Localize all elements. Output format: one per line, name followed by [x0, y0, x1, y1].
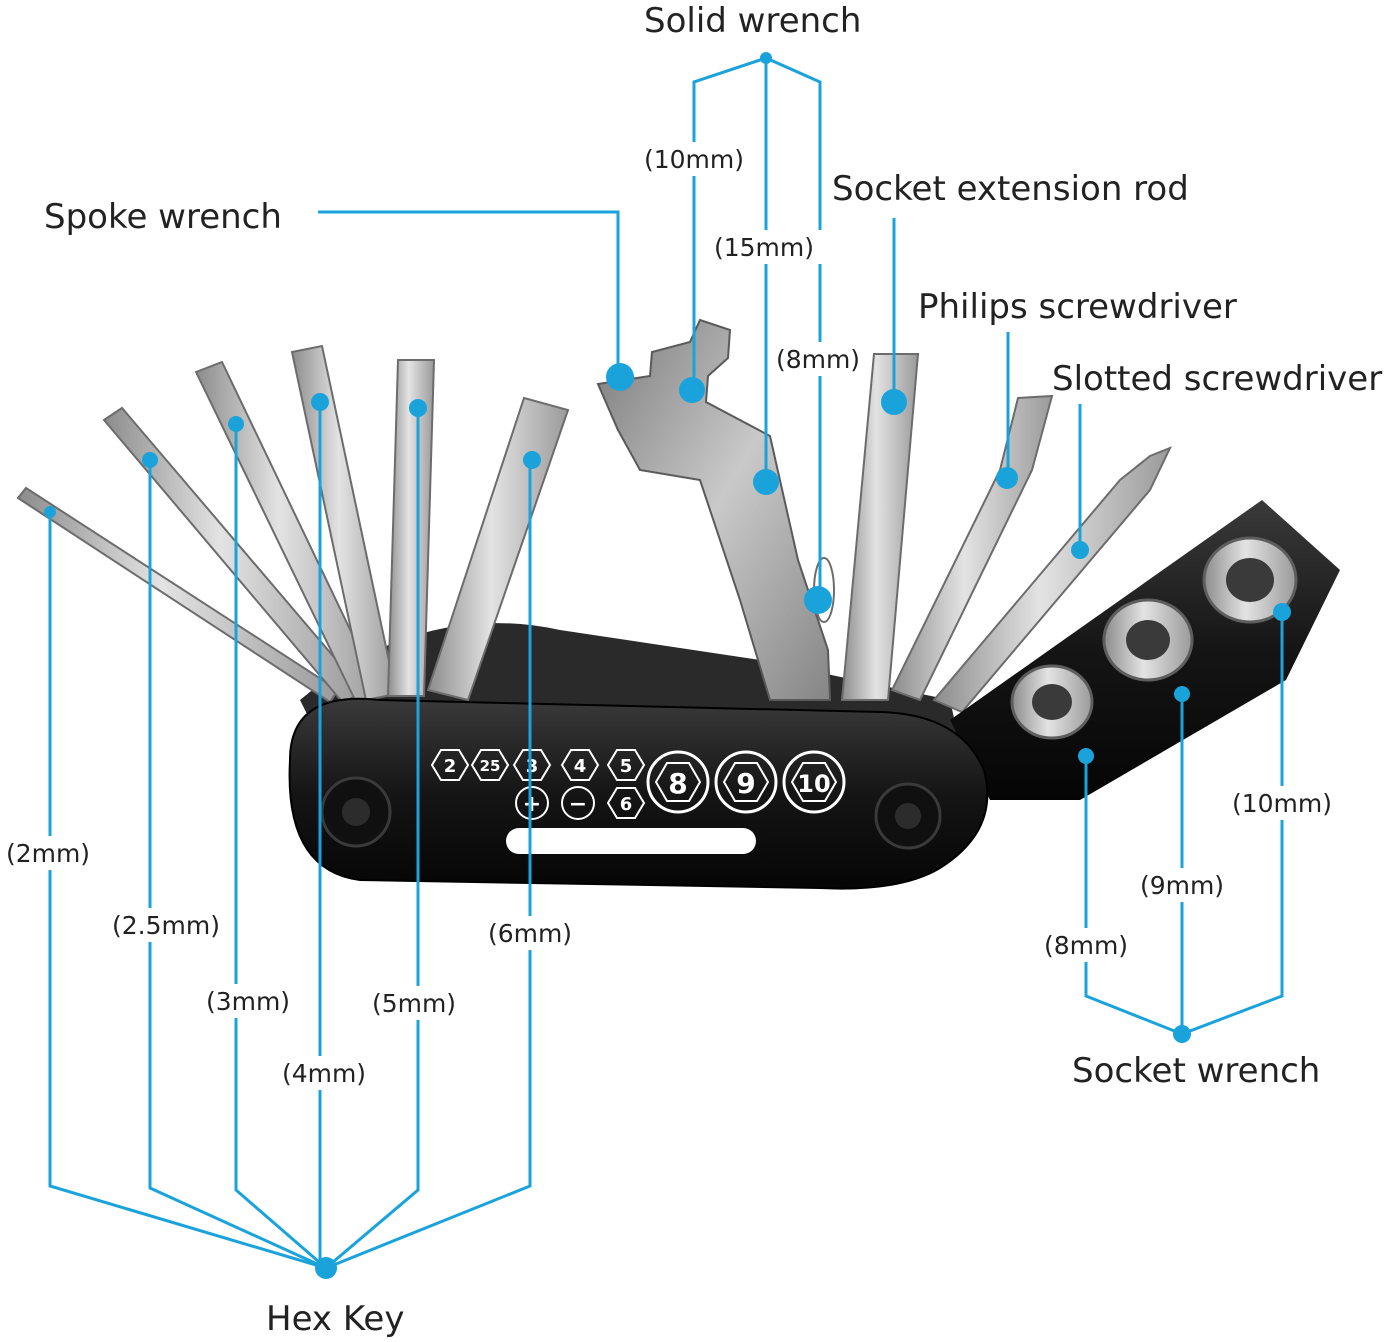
socket-9mm-hole: [1126, 620, 1170, 660]
marking-2: 2: [430, 749, 470, 781]
hex-size-2: (2mm): [6, 839, 90, 868]
hex-6-dot: [523, 451, 541, 469]
right-bolt-socket: [895, 803, 921, 829]
hex-size-4: (4mm): [282, 1059, 366, 1088]
svg-text:2: 2: [444, 756, 457, 777]
leader-dots: [44, 52, 1291, 1279]
marking-plus: +: [515, 786, 549, 820]
socket-size-8: (8mm): [1044, 931, 1128, 960]
svg-text:8: 8: [668, 767, 687, 800]
solid-wrench-hub-dot: [760, 52, 772, 64]
sockets: [1010, 536, 1298, 740]
spoke-wrench-leader: [318, 210, 620, 376]
handle-slot: [506, 828, 756, 854]
svg-text:+: +: [523, 792, 541, 817]
spoke-wrench-label: Spoke wrench: [44, 197, 282, 237]
svg-text:4: 4: [574, 756, 587, 777]
marking-9: 9: [714, 750, 778, 814]
spoke-wrench-dot: [606, 363, 634, 391]
socket-10mm-hole: [1226, 558, 1274, 602]
svg-text:6: 6: [620, 794, 633, 815]
socket-size-9: (9mm): [1140, 871, 1224, 900]
svg-text:10: 10: [797, 770, 830, 798]
hex-2-5-dot: [142, 452, 158, 468]
hex-4-dot: [311, 393, 329, 411]
solid-wrench-10-dot: [679, 377, 705, 403]
handle-size-markings: 2 25 3 4 5 + −: [430, 749, 846, 820]
solid-wrench-size-10: (10mm): [644, 145, 744, 174]
hex-key-label: Hex Key: [266, 1299, 404, 1339]
hex-keys: [16, 344, 570, 706]
left-bolt-socket: [342, 798, 370, 826]
slotted-dot: [1071, 541, 1089, 559]
marking-8: 8: [646, 750, 710, 814]
philips-dot: [996, 467, 1018, 489]
hex-key-5-leader: [325, 408, 420, 1270]
solid-wrench-8-dot: [804, 586, 832, 614]
socket-wrench-label: Socket wrench: [1072, 1051, 1320, 1091]
socket-8mm-hole: [1032, 684, 1072, 720]
marking-4: 4: [560, 749, 600, 781]
marking-minus: −: [561, 786, 595, 820]
socket-10-dot: [1273, 603, 1291, 621]
slotted-screwdriver-label: Slotted screwdriver: [1052, 359, 1382, 399]
hex-2-dot: [44, 506, 56, 518]
spoke-solid-wrench-plate: [596, 318, 832, 701]
marking-6: 6: [606, 787, 646, 819]
socket-extension-rod-label: Socket extension rod: [832, 169, 1189, 209]
hex-size-2-5: (2.5mm): [112, 911, 220, 940]
svg-text:9: 9: [736, 767, 755, 800]
solid-wrench-label: Solid wrench: [644, 1, 861, 41]
marking-10: 10: [782, 750, 846, 814]
solid-wrench-15-dot: [753, 469, 779, 495]
solid-wrench-size-15: (15mm): [714, 233, 814, 262]
multitool-illustration: 2 25 3 4 5 + −: [16, 318, 1340, 890]
hex-5-dot: [409, 399, 427, 417]
marking-25: 25: [470, 749, 510, 781]
socket-8-dot: [1078, 748, 1094, 764]
svg-text:25: 25: [480, 757, 501, 775]
socket-extension-rod: [840, 353, 920, 701]
svg-text:3: 3: [526, 756, 539, 777]
socket-size-10: (10mm): [1232, 789, 1332, 818]
socket-9-dot: [1174, 686, 1190, 702]
hex-key-hub-dot: [315, 1257, 337, 1279]
socket-extension-dot: [881, 389, 907, 415]
hex-size-3: (3mm): [206, 987, 290, 1016]
hex-key-2-5-leader: [148, 460, 327, 1270]
socket-hub-dot: [1173, 1025, 1191, 1043]
marking-5: 5: [606, 749, 646, 781]
hex-size-6: (6mm): [488, 919, 572, 948]
hex-key-6mm: [426, 396, 570, 702]
hex-key-3-leader: [234, 424, 327, 1270]
hex-size-5: (5mm): [372, 989, 456, 1018]
philips-screwdriver-label: Philips screwdriver: [918, 287, 1237, 327]
hex-key-5mm: [386, 359, 436, 697]
solid-wrench-size-8: (8mm): [776, 345, 860, 374]
svg-text:−: −: [569, 792, 587, 817]
svg-text:5: 5: [620, 756, 633, 777]
hex-3-dot: [228, 416, 244, 432]
